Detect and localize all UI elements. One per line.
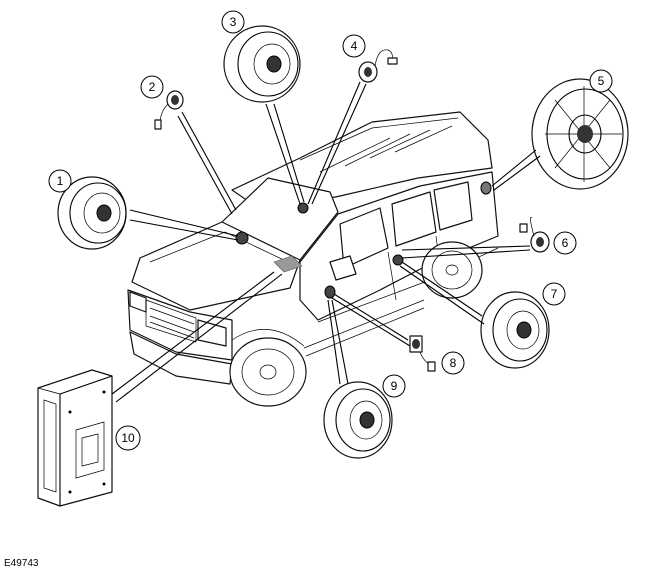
callout-4: 4 (342, 34, 366, 58)
callout-label: 10 (121, 431, 135, 445)
speaker-4-icon (358, 49, 398, 83)
amplifier-icon (37, 369, 113, 507)
speaker-7-icon (480, 291, 550, 369)
figure-id: E49743 (4, 558, 39, 569)
speaker-6-icon (519, 217, 550, 253)
callout-7: 7 (542, 282, 566, 306)
callout-5: 5 (589, 69, 613, 93)
callout-10: 10 (115, 425, 141, 451)
callout-label: 8 (450, 356, 457, 370)
speaker-5-icon (531, 78, 629, 190)
speaker-3-icon (223, 25, 301, 103)
speaker-9-icon (323, 381, 393, 459)
callout-3: 3 (221, 10, 245, 34)
callout-6: 6 (553, 231, 577, 255)
location-markers (235, 181, 492, 299)
callout-label: 3 (230, 15, 237, 29)
leader-lines (111, 81, 541, 403)
callout-label: 2 (149, 80, 156, 94)
callout-label: 7 (551, 287, 558, 301)
speaker-1-icon (57, 176, 127, 250)
callout-label: 5 (598, 74, 605, 88)
vehicle-illustration (127, 111, 499, 407)
callout-2: 2 (140, 75, 164, 99)
callout-label: 1 (57, 174, 64, 188)
callout-1: 1 (48, 169, 72, 193)
speaker-8-icon (409, 335, 436, 372)
callout-9: 9 (382, 374, 406, 398)
callout-label: 4 (351, 39, 358, 53)
callout-label: 6 (562, 236, 569, 250)
callout-8: 8 (441, 351, 465, 375)
callout-label: 9 (391, 379, 398, 393)
speaker-2-icon (154, 90, 184, 130)
